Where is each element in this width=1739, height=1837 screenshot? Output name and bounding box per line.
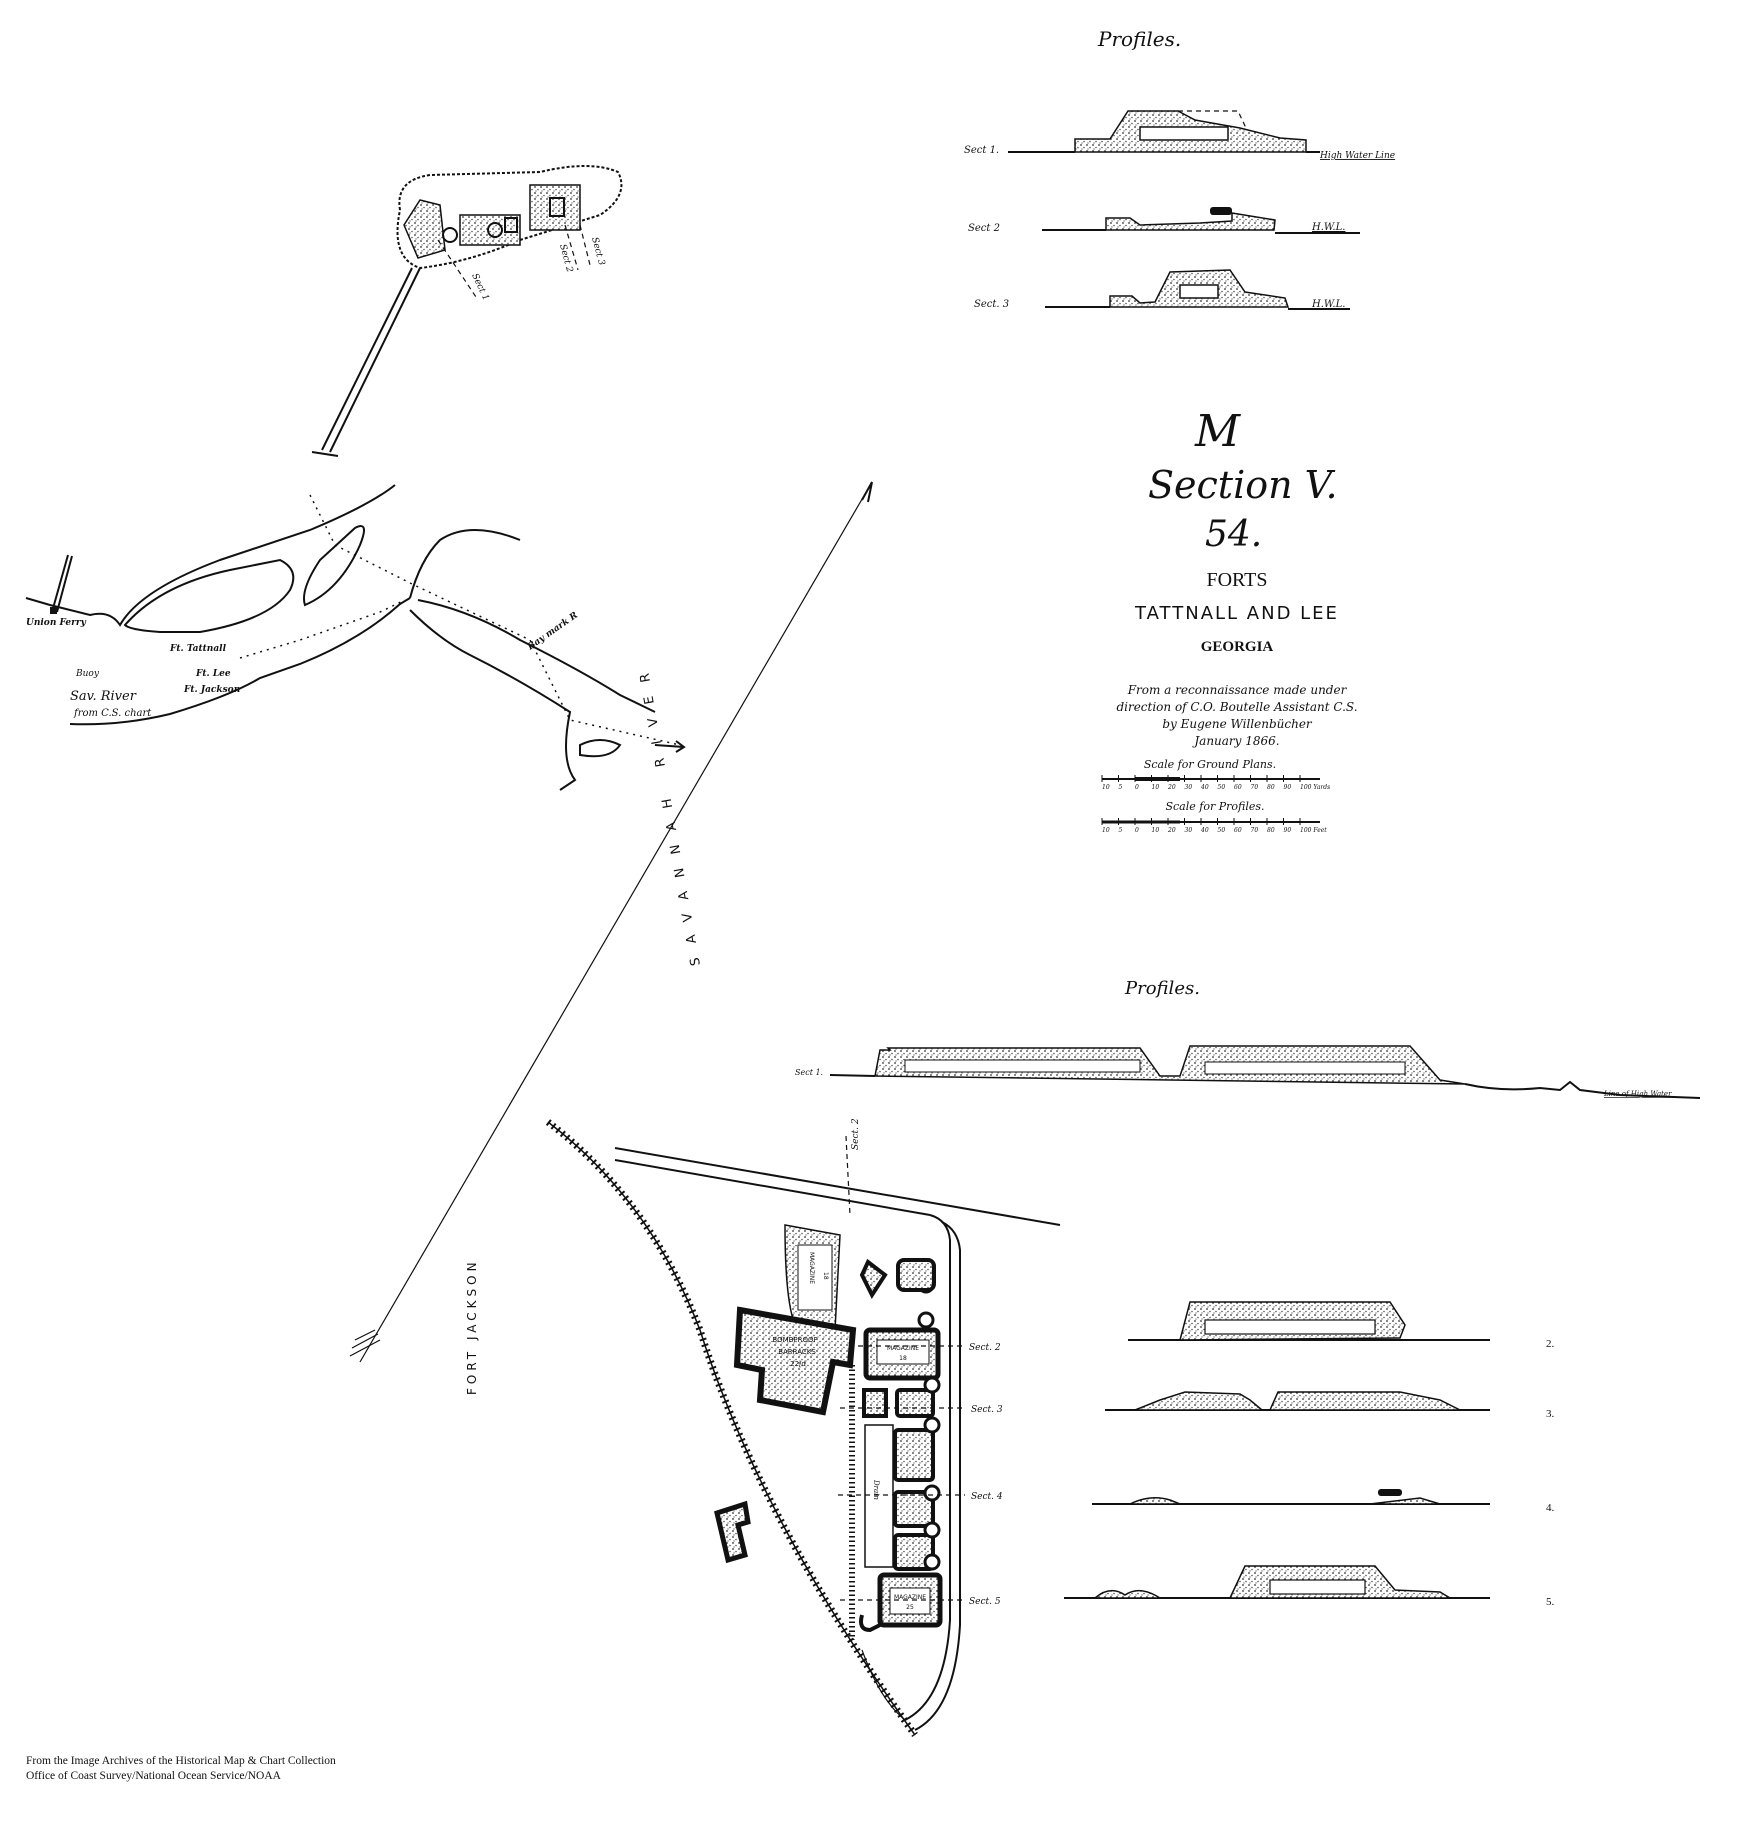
magazine-2-label: MAGAZINE — [894, 1594, 926, 1601]
drain-label: Drain — [872, 1479, 880, 1500]
lower-sect-1-label: Sect 1. — [795, 1068, 823, 1077]
sect-3-label: Sect. 3 — [974, 299, 1009, 310]
scale-ground-tick-label: 0 — [1135, 784, 1139, 791]
lower-sect-5-label: Sect. 5 — [969, 1597, 1001, 1607]
lower-fort-plan: Sect. 2 MAGAZINE 18 BOMBPROOF BARRACKS 2… — [545, 1118, 1061, 1738]
scale-ground-tick-label: 30 — [1185, 784, 1193, 791]
scale-ground-tick-label: 10 — [1102, 784, 1110, 791]
title-block: M Section V. 54. FORTS TATTNALL AND LEE … — [1101, 406, 1358, 834]
bay-mark-label: Bay mark R — [525, 610, 580, 653]
scale-profiles-tick-label: 10 — [1102, 827, 1110, 834]
buoy-label: Buoy — [75, 669, 100, 679]
top-profiles: Profiles. Sect 1. High Water Line Sect 2… — [964, 27, 1395, 310]
barracks-label-1: BOMBPROOF — [772, 1336, 817, 1344]
map-subtitle: TATTNALL AND LEE — [1134, 603, 1339, 624]
hwl-label-2: H.W.L. — [1311, 222, 1345, 233]
note-line-1: From a reconnaissance made under — [1127, 683, 1348, 697]
ft-jackson-label: Ft. Jackson — [183, 685, 240, 695]
hwl-label-3: H.W.L. — [1311, 299, 1345, 310]
note-line-3: by Eugene Willenbücher — [1162, 717, 1313, 731]
high-water-line-label: High Water Line — [1319, 151, 1395, 161]
line-of-high-water-label: Line of High Water — [1603, 1090, 1672, 1098]
ft-lee-label: Ft. Lee — [195, 669, 231, 679]
scale-ground-tick-label: 90 — [1284, 784, 1292, 791]
profile-number-2: 2. — [1546, 1338, 1555, 1350]
savannah-river-label: SAVANNAH RIVER — [635, 658, 704, 967]
profile-2-rampart — [1105, 212, 1276, 231]
scale-profiles-tick-label: 60 — [1234, 827, 1242, 834]
sect-1-label: Sect 1. — [964, 145, 999, 156]
scale-profiles-tick-label: 30 — [1185, 827, 1193, 834]
lower-sect-4-label: Sect. 4 — [971, 1492, 1003, 1502]
map-title: FORTS — [1206, 569, 1267, 591]
gun-icon — [1210, 207, 1232, 215]
profile-number-4: 4. — [1546, 1502, 1555, 1514]
scale-profiles-tick-label: 80 — [1267, 827, 1275, 834]
sect-2-label: Sect 2 — [968, 223, 1000, 234]
note-line-4: January 1866. — [1191, 734, 1279, 748]
upper-fort-plan: Sect 1 Sect 2 Sect 3 — [311, 165, 623, 457]
scale-ground-tick-label: 5 — [1119, 784, 1123, 791]
sheet-number: 54. — [1205, 514, 1262, 555]
section-mark: Section V. — [1148, 463, 1338, 507]
railway-ties — [545, 1119, 918, 1738]
scale-ground-tick-label: 10 — [1152, 784, 1160, 791]
sav-river-label: Sav. River — [70, 689, 137, 704]
scale-ground-tick-label: 80 — [1267, 784, 1275, 791]
scale-profiles-tick-label: 10 — [1152, 827, 1160, 834]
union-ferry-label: Union Ferry — [26, 618, 87, 628]
scale-ground-tick-label: 60 — [1234, 784, 1242, 791]
magazine-1-label: MAGAZINE — [887, 1345, 919, 1352]
from-chart-label: from C.S. chart — [73, 708, 152, 719]
scale-ground-label: Scale for Ground Plans. — [1144, 758, 1276, 771]
ft-tattnall-label: Ft. Tattnall — [169, 644, 227, 654]
lower-top-sect-label: Sect. 2 — [851, 1118, 861, 1150]
bottom-profiles: Profiles. Sect 1. Line of High Water 2. … — [795, 978, 1701, 1608]
credit-line-2: Office of Coast Survey/National Ocean Se… — [26, 1770, 281, 1782]
magazine-top-number: 18 — [822, 1272, 829, 1280]
catalog-mark: M — [1194, 406, 1241, 457]
scale-profiles-tick-label: 100 Feet — [1300, 827, 1327, 834]
magazine-2-number: 25 — [906, 1604, 914, 1611]
archive-credit: From the Image Archives of the Historica… — [26, 1754, 336, 1784]
credit-line-1: From the Image Archives of the Historica… — [26, 1755, 336, 1767]
upper-sect-1-label: Sect 1 — [469, 272, 490, 302]
profiles-bottom-heading: Profiles. — [1124, 978, 1200, 999]
scale-profiles-tick-label: 20 — [1167, 827, 1176, 834]
scale-profiles-tick-label: 0 — [1135, 827, 1139, 834]
gun-icon — [1378, 1489, 1402, 1496]
magazine-1-number: 18 — [899, 1355, 907, 1362]
railway-track — [547, 1121, 916, 1736]
scale-profiles-label: Scale for Profiles. — [1165, 800, 1264, 813]
scale-profiles-tick-label: 40 — [1200, 827, 1209, 834]
scale-ground-tick-label: 40 — [1200, 784, 1209, 791]
profiles-heading: Profiles. — [1097, 27, 1181, 51]
island-outline — [396, 165, 623, 270]
upper-sect-3-label: Sect 3 — [589, 236, 606, 267]
scale-profiles-tick-label: 90 — [1284, 827, 1292, 834]
scale-profiles-tick-label: 5 — [1119, 827, 1123, 834]
lower-sect-3-label: Sect. 3 — [971, 1405, 1003, 1415]
scale-ground-tick-label: 70 — [1251, 784, 1259, 791]
scale-profiles-tick-label: 70 — [1251, 827, 1259, 834]
river-sketch: Union Ferry Buoy Sav. River from C.S. ch… — [25, 484, 686, 791]
barracks-label-3: 22/d — [790, 1360, 806, 1368]
bombproof-barracks — [733, 1306, 857, 1416]
profile-number-3: 3. — [1546, 1408, 1555, 1420]
lower-sect-2-label: Sect. 2 — [969, 1343, 1001, 1353]
note-line-2: direction of C.O. Boutelle Assistant C.S… — [1116, 700, 1357, 714]
scale-profiles-tick-label: 50 — [1218, 827, 1226, 834]
profile-number-5: 5. — [1546, 1596, 1555, 1608]
magazine-top-label: MAGAZINE — [808, 1252, 815, 1284]
upper-sect-2-label: Sect 2 — [557, 243, 574, 274]
scale-ground-tick-label: 100 Yards — [1300, 784, 1330, 791]
scale-ground-tick-label: 20 — [1167, 784, 1176, 791]
barracks-label-2: BARRACKS — [778, 1348, 816, 1356]
fort-jackson-label: FORT JACKSON — [465, 1258, 479, 1395]
map-state: GEORGIA — [1201, 639, 1274, 655]
scale-ground-tick-label: 50 — [1218, 784, 1226, 791]
